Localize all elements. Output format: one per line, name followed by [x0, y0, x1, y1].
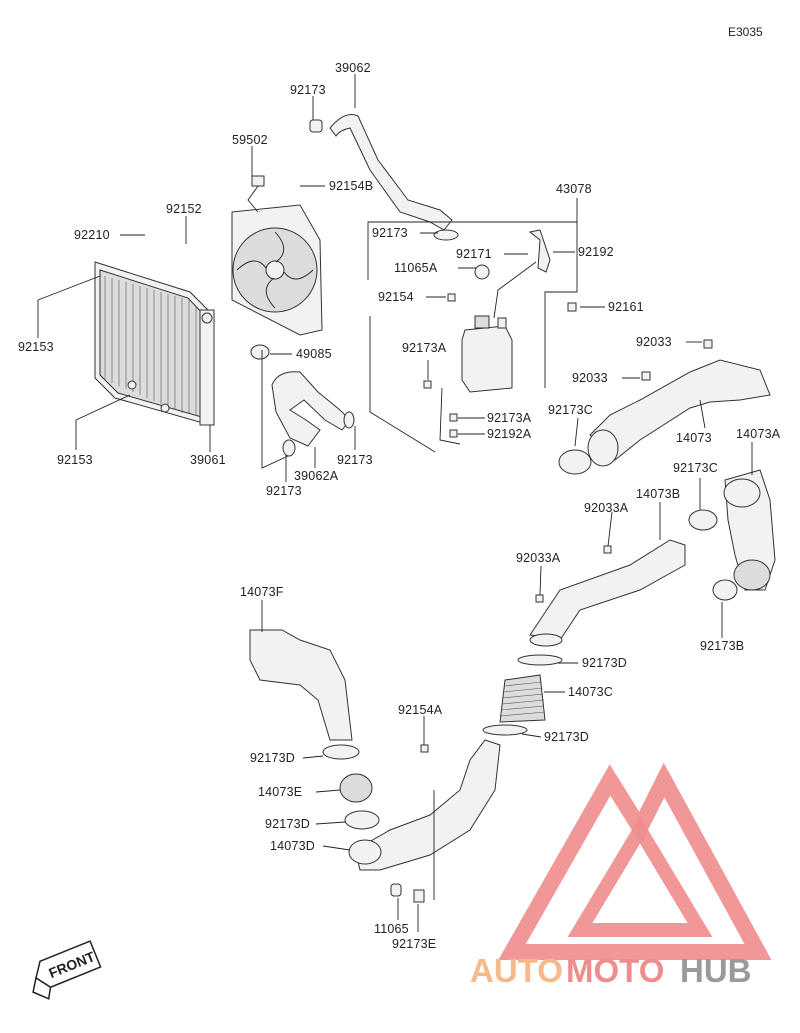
lower-intake-drawing — [249, 629, 501, 903]
diagram-code: E3035 — [728, 25, 763, 39]
callout-92153-left: 92153 — [18, 340, 54, 354]
callout-92173c-a: 92173C — [548, 403, 593, 417]
callout-14073e: 14073E — [258, 785, 302, 799]
callout-92173d-a: 92173D — [582, 656, 627, 670]
front-direction-badge: FRONT — [32, 940, 102, 1000]
bellows-drawing — [482, 654, 563, 736]
callout-14073b: 14073B — [636, 487, 680, 501]
callout-14073a: 14073A — [736, 427, 781, 441]
watermark-auto: AUTO — [470, 952, 563, 989]
callout-92154b: 92154B — [329, 179, 373, 193]
callout-92173e: 92173E — [392, 937, 436, 951]
callout-11065a: 11065A — [394, 261, 438, 275]
callout-39062a: 39062A — [294, 469, 339, 483]
callout-92173-mid: 92173 — [372, 226, 408, 240]
callout-92173b: 92173B — [700, 639, 744, 653]
callout-92173d-c: 92173D — [250, 751, 295, 765]
callout-39061: 39061 — [190, 453, 226, 467]
callout-39062: 39062 — [335, 61, 371, 75]
radiator-drawing — [94, 261, 215, 426]
callout-92153-bottom: 92153 — [57, 453, 93, 467]
callout-92033-right: 92033 — [636, 335, 672, 349]
callout-14073d: 14073D — [270, 839, 315, 853]
callout-92033a-b: 92033A — [516, 551, 561, 565]
callout-92152: 92152 — [166, 202, 202, 216]
callout-14073: 14073 — [676, 431, 712, 445]
callout-92154a: 92154A — [398, 703, 443, 717]
callout-labels: 39062 92173 59502 92154B 92152 92210 921… — [18, 61, 781, 951]
callout-49085: 49085 — [296, 347, 332, 361]
callout-92210: 92210 — [74, 228, 110, 242]
upper-hose-drawing — [309, 114, 459, 241]
fan-shroud-drawing — [231, 175, 323, 336]
watermark-hub: HUB — [680, 952, 752, 989]
callout-92192: 92192 — [578, 245, 614, 259]
lower-hose-drawing — [250, 344, 355, 457]
callout-92192a: 92192A — [487, 427, 532, 441]
leader-lines — [37, 74, 753, 932]
callout-92173a-left: 92173A — [402, 341, 447, 355]
intake-duct-drawing — [558, 339, 776, 601]
callout-92173c-b: 92173C — [673, 461, 718, 475]
callout-59502: 59502 — [232, 133, 268, 147]
callout-92173a-right: 92173A — [487, 411, 532, 425]
watermark-logo: AUTO MOTO HUB — [470, 762, 772, 989]
callout-92033-mid: 92033 — [572, 371, 608, 385]
callout-11065: 11065 — [374, 922, 409, 936]
callout-92154: 92154 — [378, 290, 414, 304]
watermark-moto: MOTO — [566, 952, 664, 989]
reservoir-tank-drawing — [423, 229, 577, 445]
callout-92173-right: 92173 — [337, 453, 373, 467]
callout-92173-top: 92173 — [290, 83, 326, 97]
callout-43078: 43078 — [556, 182, 592, 196]
callout-92173d-d: 92173D — [265, 817, 310, 831]
callout-92173d-b: 92173D — [544, 730, 589, 744]
long-tube-drawing — [529, 539, 686, 647]
callout-92173-bottom: 92173 — [266, 484, 302, 498]
callout-14073f: 14073F — [240, 585, 284, 599]
callout-92171: 92171 — [456, 247, 492, 261]
callout-92033a-a: 92033A — [584, 501, 629, 515]
callout-92161: 92161 — [608, 300, 644, 314]
callout-14073c: 14073C — [568, 685, 613, 699]
